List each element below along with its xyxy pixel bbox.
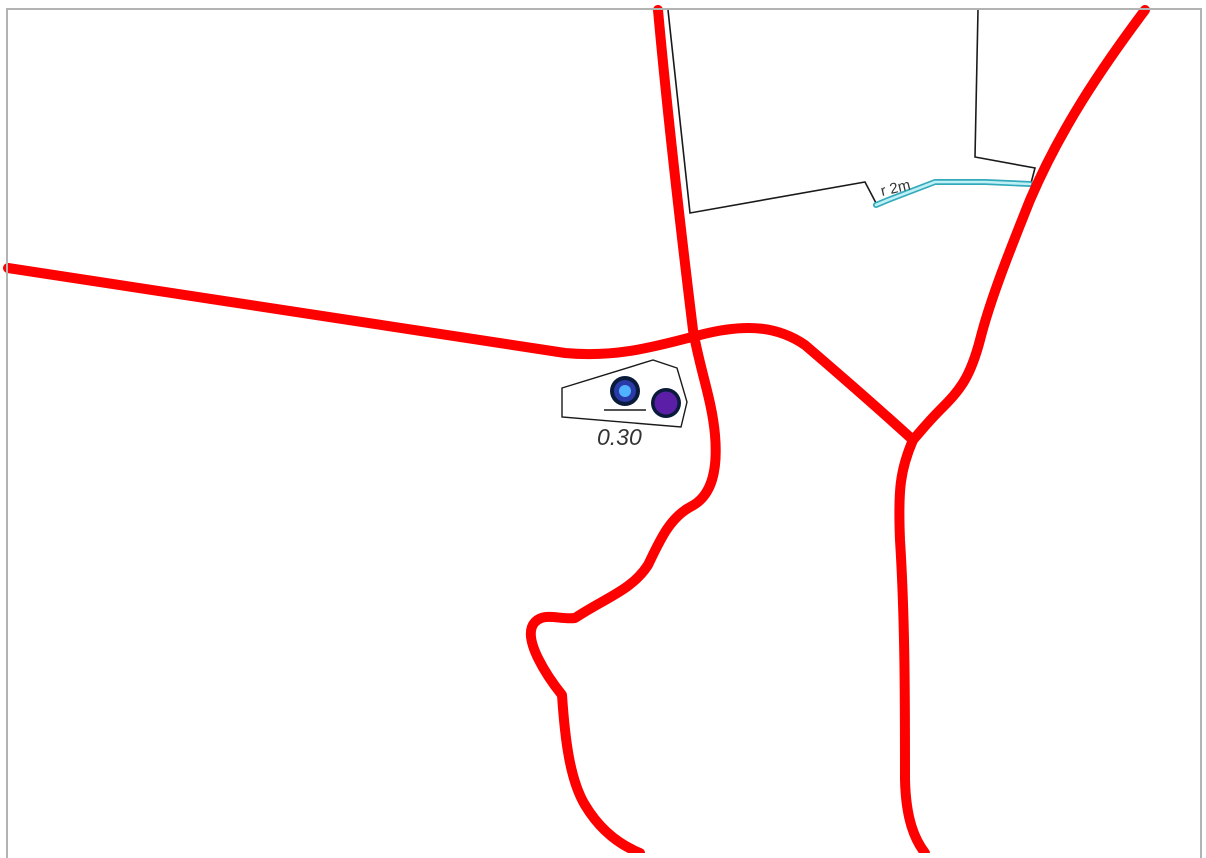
road-northeast [908,5,1150,445]
boundary-line-east [974,9,1036,188]
survey-marker-purple[interactable] [651,388,681,418]
ditch [873,179,1033,208]
survey-markers [610,376,681,418]
parcel-boundaries [561,9,1036,428]
survey-marker-blue[interactable] [610,376,640,406]
elevation-label: 0.30 [597,424,642,450]
road-north-south [525,5,721,858]
road-network [3,5,1150,858]
ditch-width-label: r 2m [879,177,912,200]
road-west-east [3,263,918,445]
ditch-fill [874,180,1032,207]
building-outline [561,359,688,428]
boundary-line-north [667,9,877,214]
road-south [894,435,930,858]
